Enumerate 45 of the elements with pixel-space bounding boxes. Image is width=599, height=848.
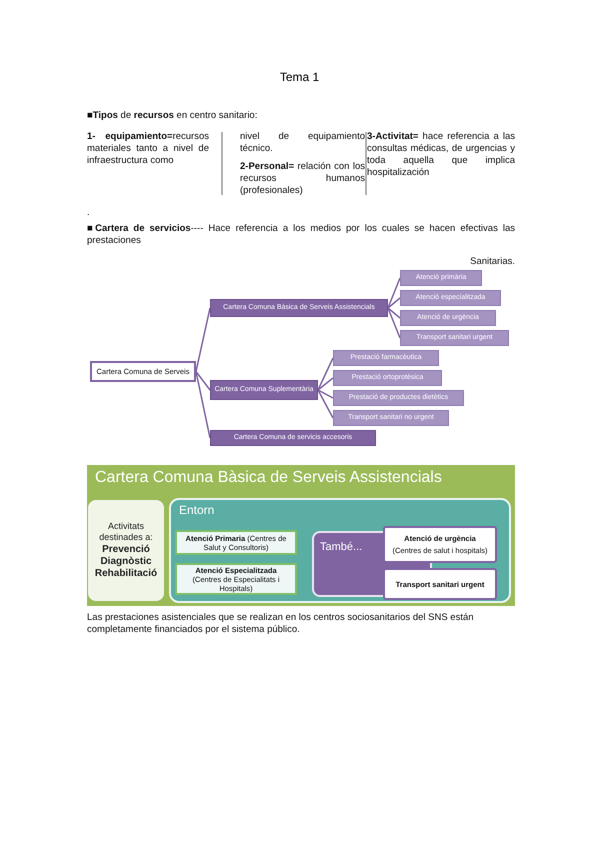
item-box: [333, 350, 439, 366]
item-box: [333, 410, 449, 426]
box-label: Activitats destinades a:: [98, 521, 154, 543]
category-box: [210, 430, 376, 446]
connector-line: [195, 371, 211, 390]
connector-line: [388, 297, 400, 309]
page-title: Tema 1: [278, 70, 320, 84]
item-box: [400, 330, 509, 346]
box-subtext: Prevenció Diagnòstic Rehabilitació: [94, 544, 158, 580]
connector-line: [195, 371, 211, 438]
activity-box: [88, 500, 164, 601]
paragraph: Las prestaciones asistenciales que se realizan en los centros sociosanitarios del SNS están completamente financiados por el sistema público.: [87, 612, 475, 636]
connector-line: [317, 358, 334, 390]
panel-heading: Entorn: [179, 503, 214, 518]
item-box: [333, 370, 442, 386]
connector-line: [388, 307, 400, 319]
connector-line: [317, 390, 334, 418]
paragraph: 1- equipamiento=recursos materiales tanto a nivel de infraestructura como: [87, 131, 209, 167]
root-box: [90, 361, 196, 382]
connector-line: [387, 308, 401, 338]
item-box: [400, 310, 496, 326]
paragraph: 3-Activitat= hace referencia a las consultas médicas, de urgencias y toda aquella que implica hospitalización: [367, 131, 515, 179]
connector-line: [318, 377, 334, 391]
connector-line: [318, 389, 334, 399]
panel-heading: Cartera Comuna Bàsica de Serveis Assistencials: [95, 468, 442, 488]
category-box: [210, 299, 388, 317]
service-box: [383, 526, 497, 563]
paragraph: nivel de equipamiento técnico.: [240, 131, 365, 155]
service-box: [175, 563, 297, 595]
item-box: [400, 290, 501, 306]
group-panel: [169, 498, 511, 603]
item-box: [400, 270, 482, 286]
service-box: [175, 530, 297, 555]
category-box: [210, 380, 318, 400]
item-box: [333, 390, 464, 406]
panel-heading: També...: [320, 541, 362, 554]
connector-line: [195, 308, 211, 372]
text-dot: .: [87, 207, 91, 219]
panel: [87, 465, 515, 606]
section-heading: ■Tipos de recursos en centro sanitario:: [87, 110, 258, 122]
paragraph: Sanitarias.: [469, 256, 515, 268]
paragraph: ■Cartera de servicios---- Hace referencia a los medios por los cuales se hacen efectivas las prestaciones: [87, 223, 515, 247]
paragraph: 2-Personal= relación con los recursos humanos (profesionales): [240, 161, 365, 197]
connector-line: [387, 278, 401, 308]
service-box: [383, 568, 497, 600]
